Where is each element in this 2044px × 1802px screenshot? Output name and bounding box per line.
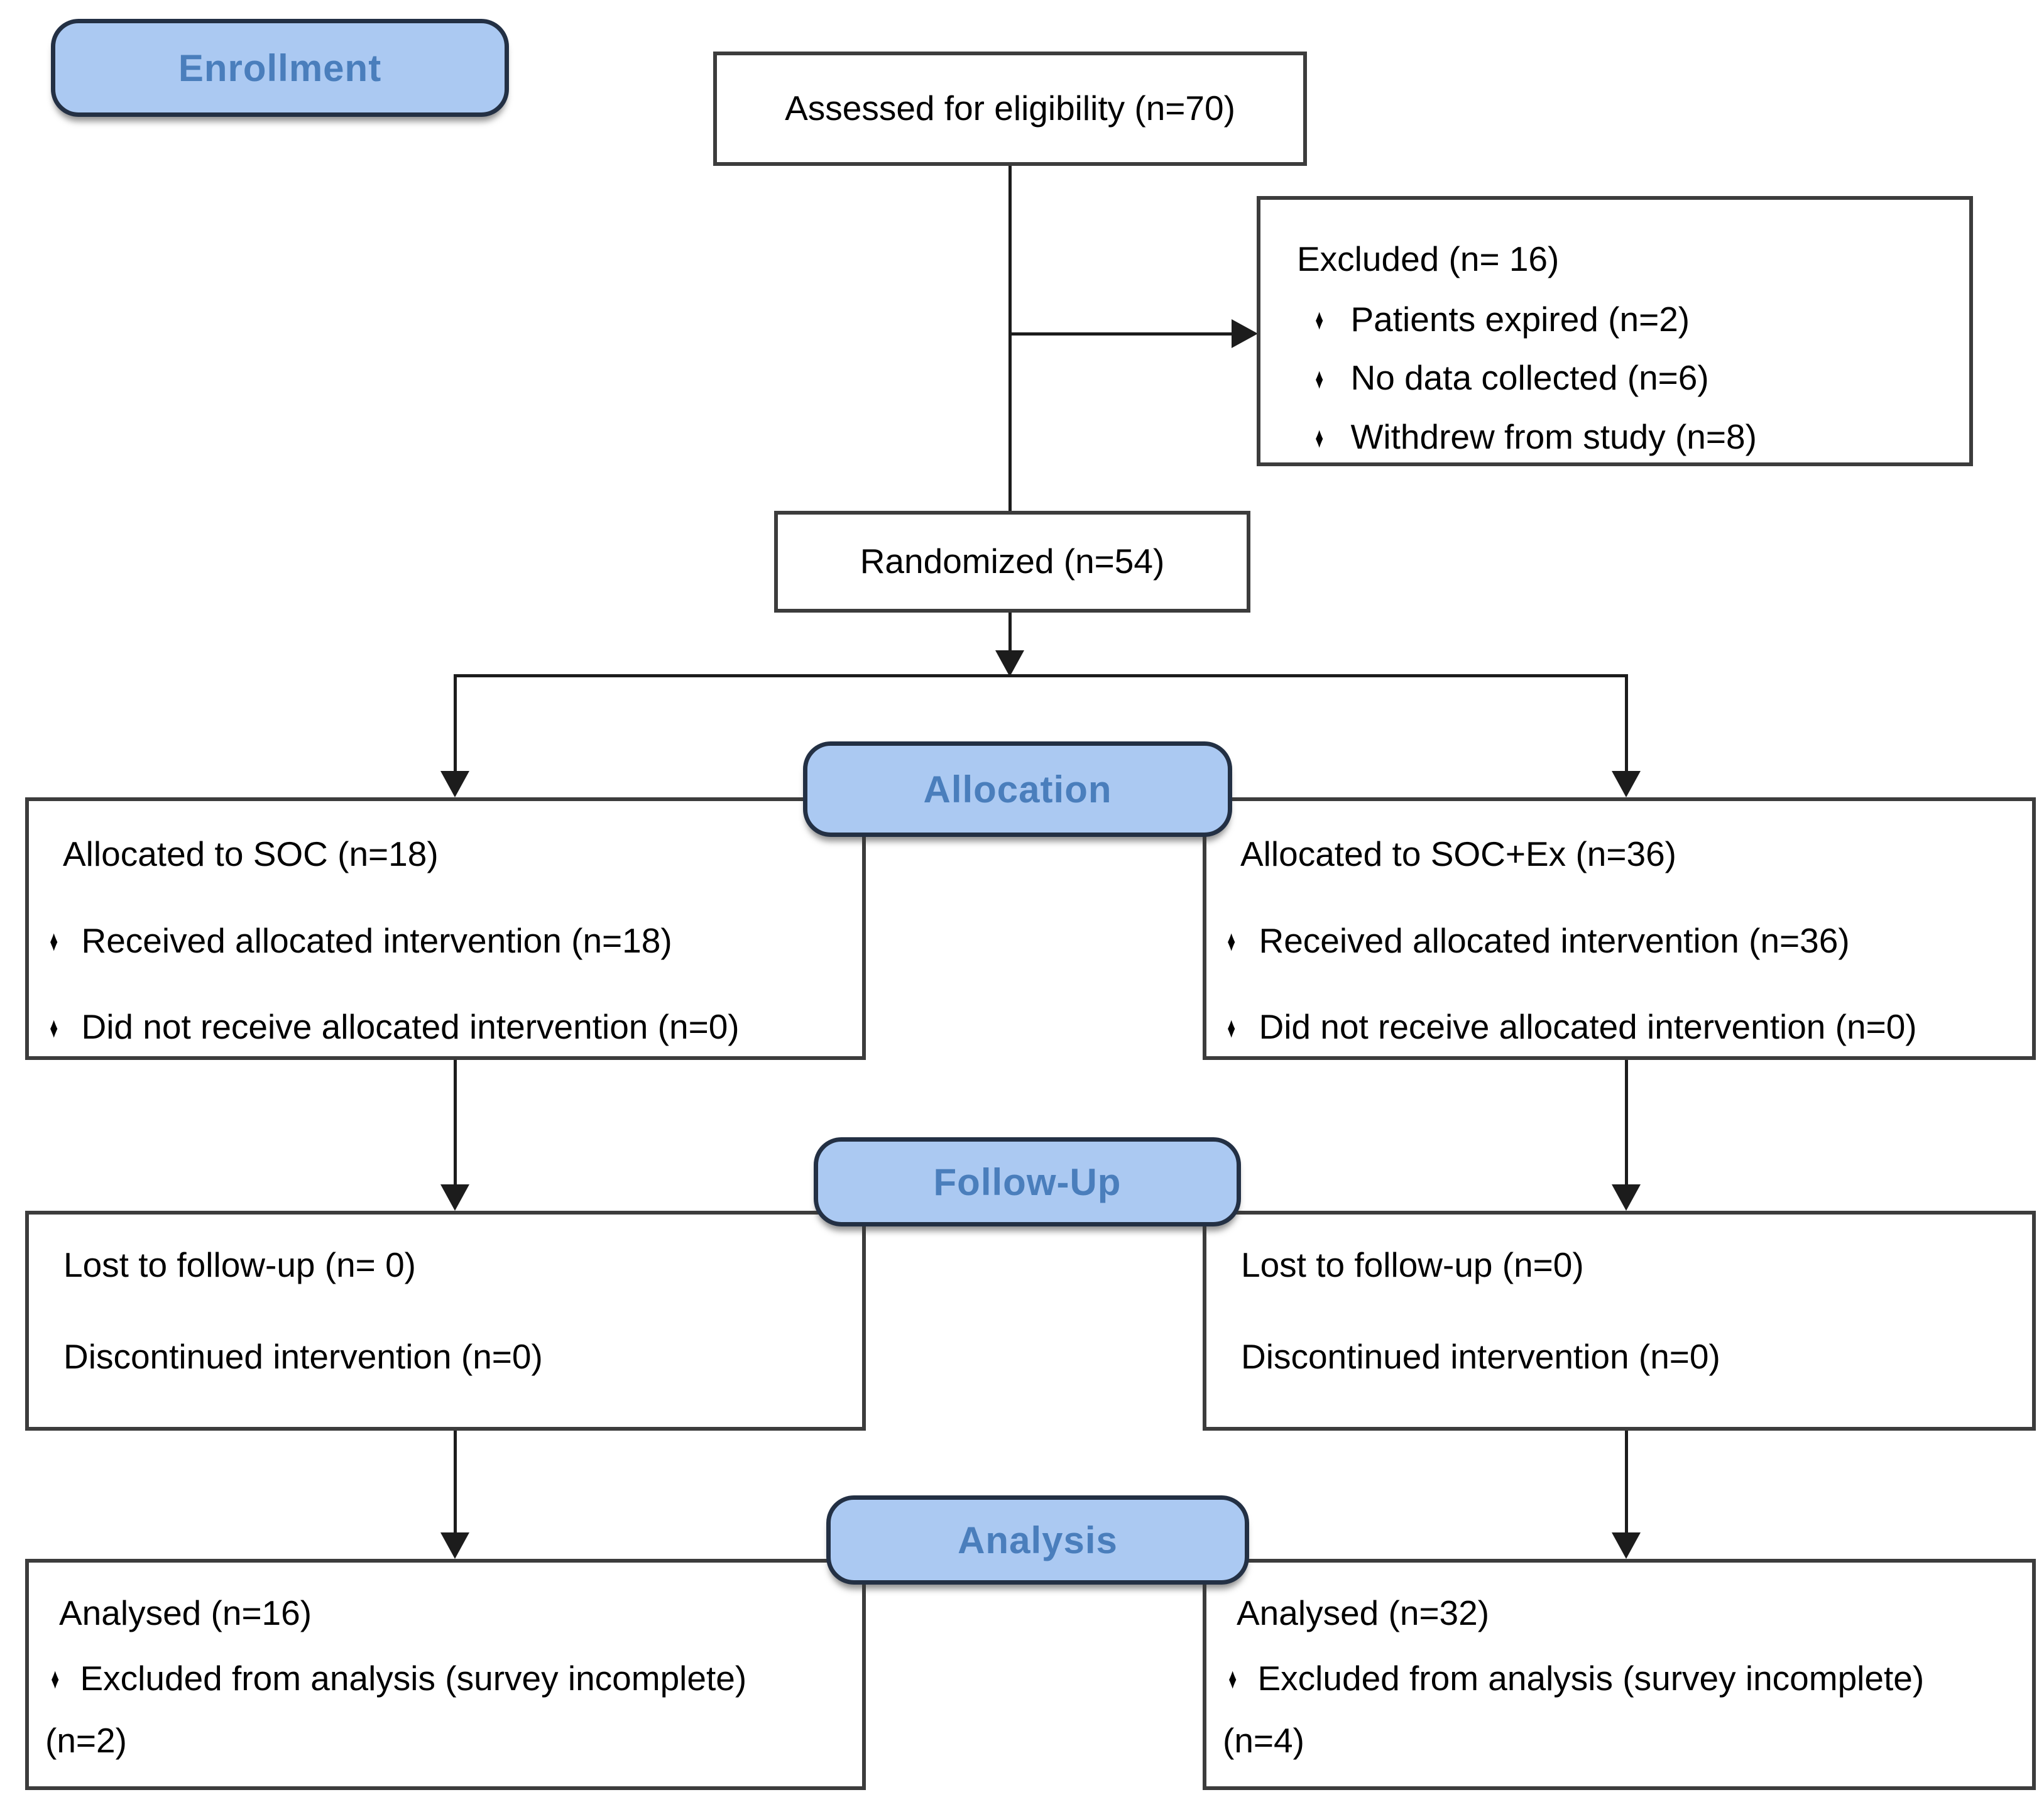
connector-followup-to-analysis-right bbox=[1625, 1431, 1628, 1535]
connector-to-excluded bbox=[1008, 332, 1235, 336]
bullet-diamond-icon: ♦ bbox=[1315, 361, 1324, 395]
excluded-item: ♦ Patients expired (n=2) bbox=[1312, 300, 1952, 339]
allocation-label: Allocation bbox=[923, 768, 1112, 811]
followup-right-box: Lost to follow-up (n=0) Discontinued int… bbox=[1203, 1211, 2036, 1431]
analysis-left-item-text: Excluded from analysis (survey incomplet… bbox=[80, 1658, 747, 1698]
bullet-diamond-icon: ♦ bbox=[1315, 303, 1324, 336]
allocation-right-title: Allocated to SOC+Ex (n=36) bbox=[1240, 834, 1676, 873]
excluded-title: Excluded (n= 16) bbox=[1297, 239, 1560, 278]
bullet-diamond-icon: ♦ bbox=[51, 1662, 60, 1695]
allocation-left-title: Allocated to SOC (n=18) bbox=[63, 834, 439, 873]
assessed-box: Assessed for eligibility (n=70) bbox=[713, 52, 1307, 166]
analysis-left-continuation: (n=2) bbox=[45, 1721, 127, 1761]
connector-randomized-to-branch bbox=[1008, 613, 1012, 653]
connector-branch-line bbox=[454, 674, 1628, 677]
analysis-right-box: Analysed (n=32) ♦ Excluded from analysis… bbox=[1203, 1559, 2036, 1790]
followup-right-line: Lost to follow-up (n=0) bbox=[1241, 1245, 1584, 1284]
connector-alloc-to-followup-left bbox=[454, 1060, 457, 1187]
analysis-right-title: Analysed (n=32) bbox=[1237, 1593, 1490, 1632]
allocation-left-item-text: Received allocated intervention (n=18) bbox=[81, 920, 672, 960]
connector-branch-right bbox=[1625, 674, 1628, 773]
allocation-left-box: Allocated to SOC (n=18) ♦ Received alloc… bbox=[25, 797, 866, 1060]
analysis-right-item: ♦ Excluded from analysis (survey incompl… bbox=[1225, 1659, 2019, 1698]
arrowhead-allocation-right-icon bbox=[1612, 771, 1641, 797]
analysis-label: Analysis bbox=[958, 1519, 1118, 1561]
stage-badge-analysis: Analysis bbox=[826, 1495, 1249, 1585]
excluded-box: Excluded (n= 16) ♦ Patients expired (n=2… bbox=[1257, 196, 1973, 466]
analysis-right-item-text: Excluded from analysis (survey incomplet… bbox=[1257, 1658, 1925, 1698]
allocation-left-item-text: Did not receive allocated intervention (… bbox=[81, 1007, 740, 1047]
assessed-text: Assessed for eligibility (n=70) bbox=[785, 89, 1235, 128]
excluded-item-text: Patients expired (n=2) bbox=[1350, 299, 1690, 339]
bullet-diamond-icon: ♦ bbox=[50, 924, 58, 958]
arrowhead-branch-icon bbox=[995, 650, 1024, 677]
bullet-diamond-icon: ♦ bbox=[1228, 1662, 1237, 1695]
stage-badge-enrollment: Enrollment bbox=[51, 19, 509, 117]
followup-left-line: Lost to follow-up (n= 0) bbox=[63, 1245, 416, 1284]
allocation-right-item-text: Did not receive allocated intervention (… bbox=[1259, 1007, 1917, 1047]
allocation-left-item: ♦ Did not receive allocated intervention… bbox=[46, 1008, 850, 1047]
followup-left-box: Lost to follow-up (n= 0) Discontinued in… bbox=[25, 1211, 866, 1431]
arrowhead-analysis-right-icon bbox=[1612, 1532, 1641, 1559]
analysis-left-item: ♦ Excluded from analysis (survey incompl… bbox=[48, 1659, 850, 1698]
connector-alloc-to-followup-right bbox=[1625, 1060, 1628, 1187]
enrollment-label: Enrollment bbox=[178, 46, 382, 89]
connector-followup-to-analysis-left bbox=[454, 1431, 457, 1535]
randomized-box: Randomized (n=54) bbox=[774, 511, 1250, 613]
allocation-right-item: ♦ Received allocated intervention (n=36) bbox=[1224, 920, 2019, 961]
allocation-left-item: ♦ Received allocated intervention (n=18) bbox=[46, 920, 850, 961]
excluded-item: ♦ No data collected (n=6) bbox=[1312, 359, 1952, 398]
arrowhead-followup-right-icon bbox=[1612, 1184, 1641, 1211]
randomized-text: Randomized (n=54) bbox=[860, 542, 1165, 581]
followup-right-line: Discontinued intervention (n=0) bbox=[1241, 1336, 1720, 1376]
analysis-left-box: Analysed (n=16) ♦ Excluded from analysis… bbox=[25, 1559, 866, 1790]
analysis-left-title: Analysed (n=16) bbox=[59, 1593, 312, 1632]
bullet-diamond-icon: ♦ bbox=[50, 1010, 58, 1044]
bullet-diamond-icon: ♦ bbox=[1315, 420, 1324, 454]
excluded-item: ♦ Withdrew from study (n=8) bbox=[1312, 417, 1952, 457]
arrowhead-followup-left-icon bbox=[440, 1184, 469, 1211]
stage-badge-allocation: Allocation bbox=[803, 741, 1232, 837]
connector-assessed-to-randomized bbox=[1008, 165, 1012, 512]
bullet-diamond-icon: ♦ bbox=[1227, 1010, 1236, 1044]
bullet-diamond-icon: ♦ bbox=[1227, 924, 1236, 958]
arrowhead-analysis-left-icon bbox=[440, 1532, 469, 1559]
connector-branch-left bbox=[454, 674, 457, 773]
followup-left-line: Discontinued intervention (n=0) bbox=[63, 1336, 543, 1376]
allocation-right-item: ♦ Did not receive allocated intervention… bbox=[1224, 1008, 2019, 1047]
allocation-right-item-text: Received allocated intervention (n=36) bbox=[1259, 920, 1850, 960]
followup-label: Follow-Up bbox=[933, 1160, 1122, 1203]
excluded-item-text: No data collected (n=6) bbox=[1350, 358, 1709, 398]
arrowhead-excluded-icon bbox=[1232, 319, 1258, 348]
excluded-item-text: Withdrew from study (n=8) bbox=[1350, 417, 1757, 456]
arrowhead-allocation-left-icon bbox=[440, 771, 469, 797]
analysis-right-continuation: (n=4) bbox=[1223, 1721, 1304, 1761]
stage-badge-followup: Follow-Up bbox=[814, 1137, 1241, 1226]
allocation-right-box: Allocated to SOC+Ex (n=36) ♦ Received al… bbox=[1203, 797, 2036, 1060]
